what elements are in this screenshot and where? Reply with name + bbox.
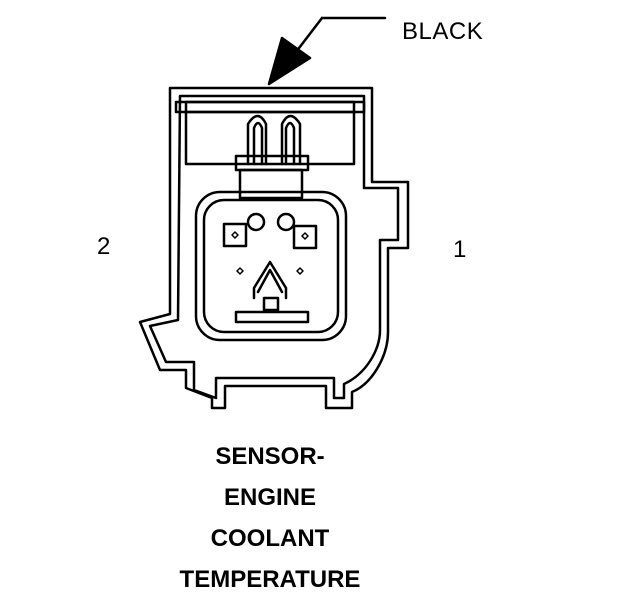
pin-cavity-2 (222, 212, 266, 248)
caption-line: SENSOR- (215, 443, 325, 470)
leader-arrow (267, 16, 387, 86)
caption-line: TEMPERATURE (179, 566, 361, 593)
connector-caption: SENSOR- ENGINE COOLANT TEMPERATURE (120, 436, 420, 600)
caption-line: COOLANT (210, 525, 330, 552)
terminal-cavity (194, 190, 348, 342)
connector-housing (138, 86, 410, 410)
connector-housing-inner-outline (148, 94, 400, 400)
caption-line: ENGINE (223, 484, 316, 511)
latch (174, 100, 366, 166)
pin-2-label: 2 (97, 233, 111, 260)
wire-color-label: BLACK (402, 18, 484, 45)
terminal-collar (234, 154, 310, 200)
pin-markers (231, 231, 309, 275)
keying-feature (234, 260, 310, 324)
terminal-fingers (246, 114, 302, 166)
pin-cavity-1 (276, 212, 318, 250)
pin-1-label: 1 (453, 236, 467, 263)
